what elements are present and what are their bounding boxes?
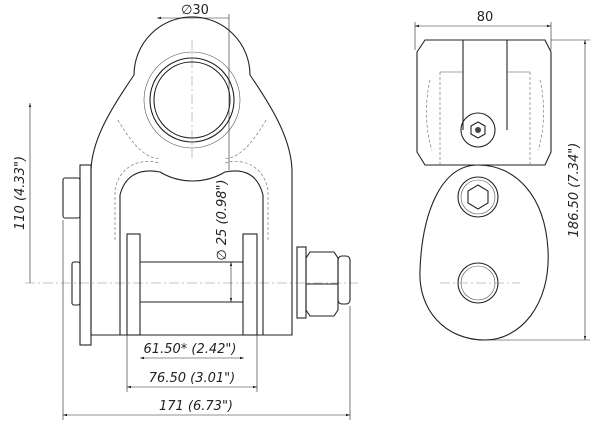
dimension-76-50: 76.50 (3.01") (126, 335, 258, 392)
shackle-body (90, 16, 293, 336)
height-110-label: 110 (4.33") (13, 156, 28, 230)
hex-socket-icon (467, 184, 489, 210)
right-leg-plate (242, 233, 258, 336)
hex-nut (305, 251, 339, 317)
inner-opening (119, 170, 264, 335)
dimension-171: 171 (6.73") (62, 220, 351, 420)
inner-width-label: 61.50* (2.42") (144, 342, 237, 357)
top-block (416, 39, 552, 166)
eye-bore (153, 61, 231, 139)
dimension-pin: ∅ 25 (0.98") (215, 179, 233, 302)
dimension-bore: ∅30 (157, 3, 230, 170)
eye-bushing (149, 57, 235, 143)
pin-diameter-label: ∅ 25 (0.98") (215, 179, 230, 260)
nut-washer (337, 255, 351, 305)
width-80-label: 80 (477, 10, 494, 25)
upper-bolt (457, 176, 499, 218)
side-view: 80 186.50 (7.34") (414, 10, 590, 341)
dimension-61-50: 61.50* (2.42") (140, 342, 244, 360)
side-plate (419, 164, 549, 341)
dimension-80: 80 (414, 10, 552, 50)
overall-width-label: 171 (6.73") (159, 399, 233, 414)
leg-width-label: 76.50 (3.01") (149, 371, 235, 386)
bore-diameter-label: ∅30 (181, 3, 209, 18)
bolt-stub-upper (62, 177, 81, 219)
small-hex-icon (470, 121, 486, 139)
overall-height-label: 186.50 (7.34") (567, 143, 582, 238)
washer (296, 246, 307, 319)
dimension-186-50: 186.50 (7.34") (485, 39, 590, 341)
small-bolt (460, 112, 496, 148)
bolt-head-plate (79, 164, 92, 346)
front-view: ∅30 110 (4.33") ∅ 25 (0.98") 61.50* (2.4… (13, 3, 358, 420)
dimension-height-110: 110 (4.33") (13, 103, 32, 283)
left-leg-plate (126, 233, 141, 336)
bolt-stub-lower (71, 261, 81, 306)
eye-ring (143, 51, 241, 149)
